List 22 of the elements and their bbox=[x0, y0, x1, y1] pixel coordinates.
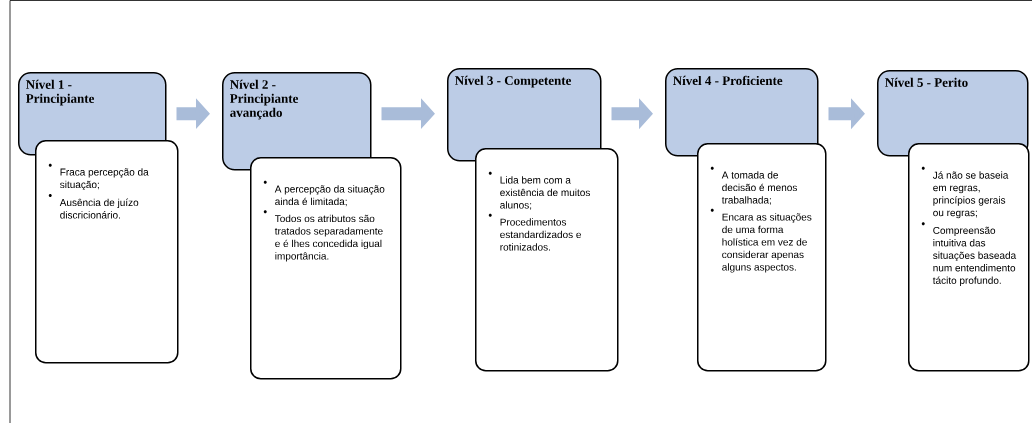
bullet-item: Fraca percepção da situação; bbox=[48, 163, 149, 191]
bullet-item: A tomada de decisão é menos trabalhada; bbox=[710, 166, 797, 205]
bullet-item: Procedimentos estandardizados e rotinizados. bbox=[488, 213, 581, 251]
bullet-item: Lida bem com a existência de muitos alunos; bbox=[488, 171, 590, 210]
description-box bbox=[250, 157, 402, 380]
level-title: Nível 4 - Proficiente bbox=[673, 75, 783, 86]
level-box bbox=[222, 72, 372, 171]
level-title: Nível 5 - Perito bbox=[885, 77, 968, 87]
bullet-item: Encara as situações de uma forma holística em vez de considerar apenas alguns aspectos. bbox=[710, 208, 812, 273]
level-box bbox=[447, 68, 602, 162]
level-title: Nível 1 - Principiante bbox=[25, 79, 94, 106]
bullet-item: Compreensão intuitiva das situações baseada num entendimento tácito profundo. bbox=[921, 222, 1017, 286]
level-title: Nível 2 - Principiante avançado bbox=[230, 79, 298, 120]
level-title: Nível 3 - Competente bbox=[455, 75, 571, 88]
description-box bbox=[908, 143, 1030, 372]
bullet-item: Todos os atributos são tratados separadamente e é lhes concedida igual importância. bbox=[263, 210, 383, 262]
bullet-item: Ausência de juízo discricionário. bbox=[48, 194, 139, 219]
bullet-item: Já não se baseia em regras, princípios gerais ou regras; bbox=[921, 166, 1009, 219]
bullet-item: A percepção da situação ainda é limitada; bbox=[263, 180, 385, 207]
description-box bbox=[697, 143, 827, 372]
description-box bbox=[475, 148, 619, 372]
description-box bbox=[35, 140, 179, 364]
